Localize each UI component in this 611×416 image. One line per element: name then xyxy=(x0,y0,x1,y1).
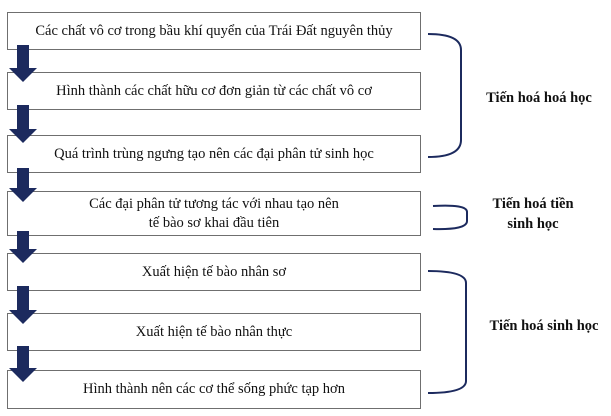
step-box-2: Hình thành các chất hữu cơ đơn giản từ c… xyxy=(7,72,421,110)
stage-label-prebiotic: Tiến hoá tiền sinh học xyxy=(478,194,588,234)
step-text-6: Xuất hiện tế bào nhân thực xyxy=(135,323,293,340)
step-text-4: Các đại phân tử tương tác với nhau tạo n… xyxy=(89,195,339,231)
down-arrow-5 xyxy=(9,286,37,324)
step-box-1: Các chất vô cơ trong bầu khí quyển của T… xyxy=(7,12,421,50)
stage-label-chemical: Tiến hoá hoá học xyxy=(474,88,604,108)
step-text-7: Hình thành nên các cơ thể sống phức tạp … xyxy=(83,381,345,397)
step-text-2: Hình thành các chất hữu cơ đơn giản từ c… xyxy=(56,82,372,99)
stage-brackets xyxy=(427,33,468,394)
stage-label-prebiotic-line1: Tiến hoá tiền xyxy=(492,196,574,212)
step-box-5: Xuất hiện tế bào nhân sơ xyxy=(7,253,421,291)
bracket-prebiotic-evolution xyxy=(432,204,468,231)
stage-label-chemical-text: Tiến hoá hoá học xyxy=(486,90,592,106)
bracket-biological-evolution xyxy=(427,270,467,394)
down-arrow-3 xyxy=(9,168,37,202)
down-arrow-2 xyxy=(9,105,37,143)
step-text-3: Quá trình trùng ngưng tạo nên các đại ph… xyxy=(54,145,374,162)
down-arrow-6 xyxy=(9,346,37,382)
down-arrow-1 xyxy=(9,45,37,82)
step-text-5: Xuất hiện tế bào nhân sơ xyxy=(141,263,287,280)
bracket-chemical-evolution xyxy=(427,33,462,158)
down-arrows xyxy=(9,45,37,382)
step-text-1: Các chất vô cơ trong bầu khí quyển của T… xyxy=(35,22,393,39)
step-box-6: Xuất hiện tế bào nhân thực xyxy=(7,313,421,351)
stage-label-biological: Tiến hoá sinh học xyxy=(479,316,609,336)
down-arrow-4 xyxy=(9,231,37,263)
step-box-7: Hình thành nên các cơ thể sống phức tạp … xyxy=(7,370,421,409)
stage-label-prebiotic-line2: sinh học xyxy=(507,216,559,232)
stage-label-biological-text: Tiến hoá sinh học xyxy=(489,318,599,334)
step-box-3: Quá trình trùng ngưng tạo nên các đại ph… xyxy=(7,135,421,173)
step-box-4: Các đại phân tử tương tác với nhau tạo n… xyxy=(7,191,421,236)
